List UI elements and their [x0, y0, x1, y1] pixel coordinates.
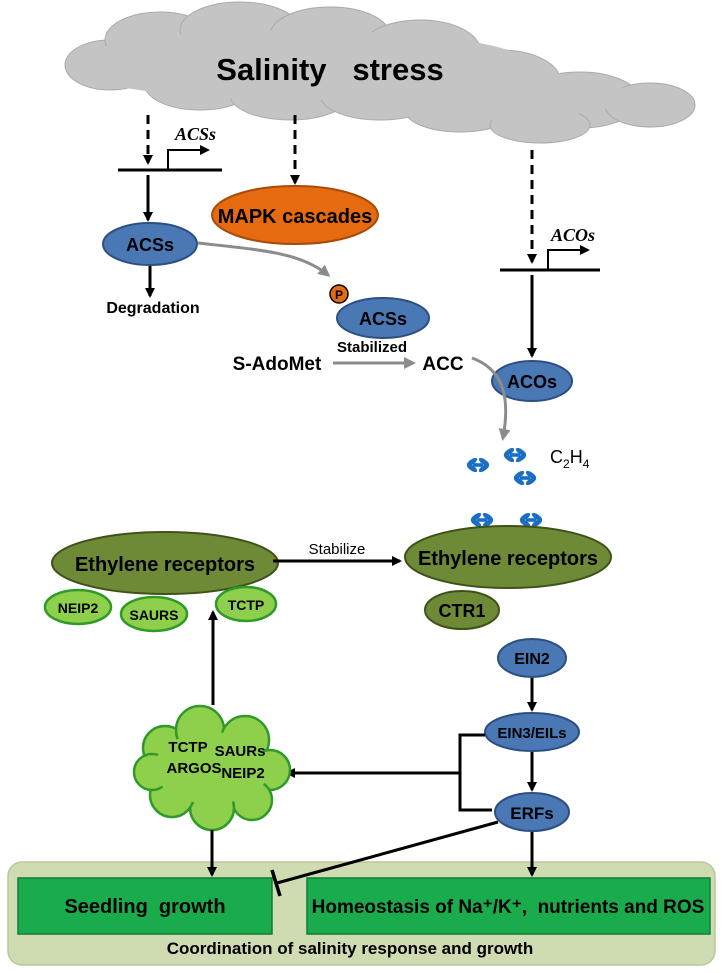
bracket-ein3-erfs	[458, 733, 492, 812]
ethylene-molecule	[465, 456, 491, 474]
acos-node	[491, 360, 573, 402]
ein3-eils-node	[484, 712, 580, 752]
homeostasis-label: Homeostasis of Na⁺/K⁺, nutrients and ROS	[312, 897, 705, 918]
ctr1-node	[424, 590, 500, 630]
ethylene-molecule	[512, 469, 538, 487]
cloud-neip2-label: NEIP2	[221, 765, 264, 782]
seedling-growth-label: Seedling growth	[64, 896, 225, 918]
erfs-label: ERFs	[510, 804, 553, 823]
ethylene-receptors-left-label: Ethylene receptors	[75, 554, 255, 576]
inhibit-bar	[270, 869, 282, 897]
stabilized-label: Stabilized	[337, 339, 407, 356]
stabilize-label: Stabilize	[309, 541, 366, 558]
acss-node	[102, 222, 198, 266]
acos-gene-label: ACOs	[550, 225, 595, 245]
saurs-node	[119, 595, 189, 633]
ethylene-receptors-right-label: Ethylene receptors	[418, 548, 598, 570]
cloud-argos-label: ARGOS	[166, 760, 221, 777]
degradation-label: Degradation	[106, 300, 199, 317]
arrow-acss-to-phospho	[197, 241, 331, 277]
ein2-label: EIN2	[514, 651, 550, 668]
acss-gene-symbol	[118, 145, 222, 172]
phosphate-label: P	[335, 288, 343, 302]
acss-node-label: ACSs	[126, 235, 174, 255]
ethylene-receptors-right	[404, 525, 612, 589]
acos-gene-symbol	[500, 245, 600, 272]
arrow-acc-to-ethylene	[471, 356, 511, 441]
neip2-label: NEIP2	[58, 600, 99, 616]
tctp-label: TCTP	[228, 597, 265, 613]
homeostasis-box	[306, 877, 711, 935]
cloud-tctp-label: TCTP	[168, 739, 207, 756]
acc-label: ACC	[422, 354, 463, 375]
mapk-cascades-node	[211, 185, 379, 245]
neip2-node	[43, 588, 113, 626]
c2h4-label: C2H4	[550, 447, 590, 471]
tctp-node	[214, 585, 278, 623]
ein3-eils-label: EIN3/EILs	[497, 725, 566, 742]
acss-gene-label: ACSs	[174, 124, 216, 144]
mapk-cascades-label: MAPK cascades	[218, 206, 373, 228]
cloud-saurs-label: SAURs	[215, 743, 266, 760]
ethylene-molecule	[502, 446, 528, 464]
inhibit-erfs-to-seedling	[276, 820, 499, 885]
saurs-label: SAURS	[129, 607, 178, 623]
ctr1-label: CTR1	[438, 601, 485, 621]
seedling-growth-box	[17, 877, 273, 935]
acss-phospho-label: ACSs	[359, 309, 407, 329]
acos-node-label: ACOs	[507, 372, 557, 392]
salinity-stress-label: Salinity stress	[216, 52, 443, 87]
s-adomet-label: S-AdoMet	[233, 354, 322, 375]
ethylene-receptors-left	[51, 531, 279, 595]
coordination-label: Coordination of salinity response and gr…	[167, 939, 533, 958]
phosphate-badge	[329, 284, 349, 304]
erfs-node	[494, 792, 570, 832]
acss-phospho-node	[336, 297, 430, 339]
ein2-node	[497, 638, 567, 678]
